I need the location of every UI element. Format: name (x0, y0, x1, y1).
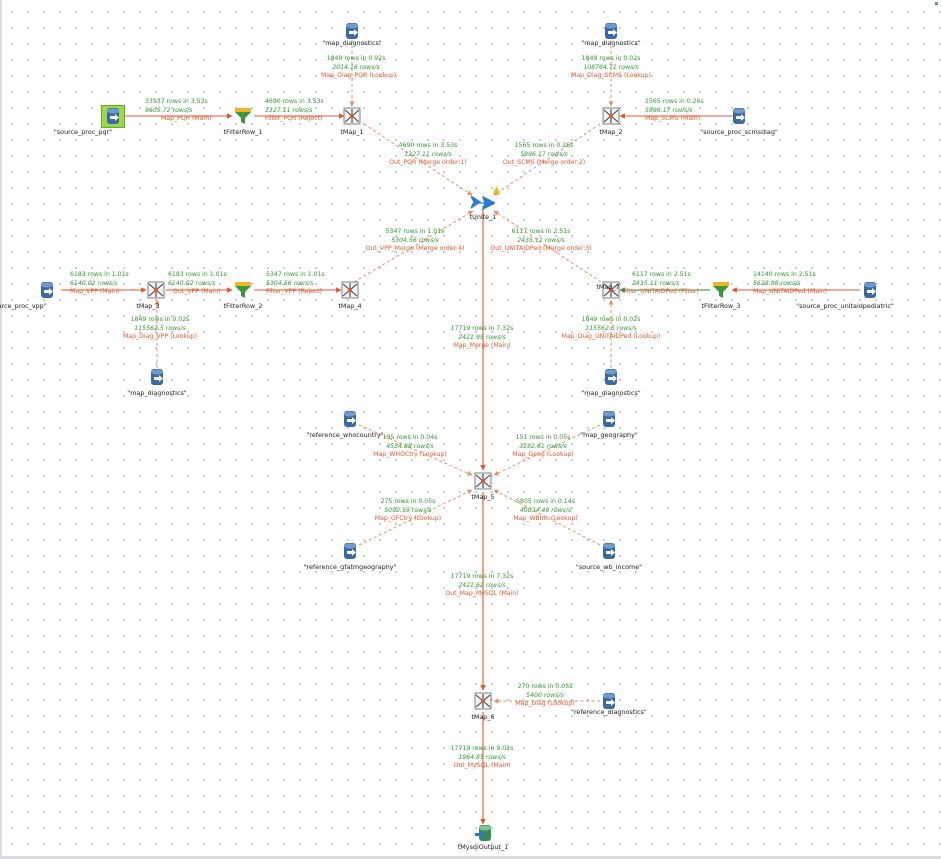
link-wbinc[interactable] (493, 489, 601, 546)
component-label: "source_proc_vpp" (0, 302, 47, 310)
flow-stat-out-vpp-merge: 5347 rows in 1.01s 5304.56 rows/s Out_VP… (365, 228, 465, 253)
db-output-icon (474, 824, 492, 842)
flow-stat-map-diag: 270 rows in 0.05s 5400 rows/s Map_Diag (… (515, 683, 575, 708)
db-input-icon (600, 542, 618, 560)
flow-stat-filter-vpp: 5347 rows in 1.01s 5304.56 rows/s Filter… (266, 271, 325, 296)
flow-stat-filter-unitaid: 6117 rows in 2.51s 2435.11 rows/s Filter… (622, 271, 699, 296)
map-icon (341, 281, 359, 299)
db-input-icon (602, 368, 620, 386)
flow-stat-map-merge: 17719 rows in 7.32s 2421.95 rows/s Map_M… (450, 325, 514, 350)
db-input-icon (343, 22, 361, 40)
component-label: tFilterRow_2 (223, 302, 263, 310)
db-input-icon (341, 542, 359, 560)
flow-stat-out-unitaid: 6117 rows in 2.51s 2435.11 rows/s Out_UN… (490, 228, 592, 253)
component-label: tMap_6 (471, 713, 495, 721)
component-label: "source_proc_pqr" (53, 128, 113, 136)
map-icon (602, 281, 620, 299)
link-gfctry[interactable] (358, 489, 473, 546)
link-out-vpp-merge[interactable] (353, 210, 474, 283)
filter-icon (234, 107, 252, 125)
db-input-icon (600, 410, 618, 428)
component-label: "source_wb_income" (575, 563, 643, 571)
component-label: tMap_2 (599, 128, 623, 136)
flow-stat-wbinc: 5805 rows in 0.14s 40034.48 rows/s Map_W… (513, 498, 578, 523)
db-input-icon (148, 368, 166, 386)
component-label: "reference_diagnostics" (571, 708, 647, 716)
flow-stat-diag-vpp: 1849 rows in 0.02s 115562.5 rows/s Map_D… (122, 316, 198, 341)
link-who[interactable] (358, 424, 473, 476)
flow-stat-out-scms: 1565 rows in 0.26s 5996.17 rows/s Out_SC… (502, 142, 586, 167)
map-icon (147, 281, 165, 299)
db-input-icon (38, 281, 56, 299)
component-label: "reference_gfatmgeography" (303, 563, 397, 571)
flow-stat-diag-pqr: 1849 rows in 0.92s 2014.16 rows/s Map_Di… (321, 55, 397, 80)
flow-stat-out-mysql: 17719 rows in 9.02s 1964.85 rows/s Out_M… (450, 745, 514, 770)
db-input-icon (602, 22, 620, 40)
flow-stat-out-pqr: 4690 rows in 3.53s 1327.11 rows/s Out_PQ… (389, 142, 467, 167)
db-input-icon (341, 410, 359, 428)
flow-stat-out-map-mysql: 17719 rows in 7.32s 2421.62 rows/s Out_M… (445, 573, 519, 598)
component-label: tUnite_1 (469, 213, 497, 221)
flow-stat-who: 195 rows in 0.04s 4534.88 rows/s Map_WHO… (373, 434, 447, 459)
component-label: "source_proc_unitaidpediatric" (796, 302, 894, 310)
component-label: tMap_7 (596, 283, 620, 291)
flow-stat-out-vpp: 6183 rows in 1.01s 6140.02 rows/s Out_VP… (168, 271, 227, 296)
map-icon (602, 107, 620, 125)
flow-stat-diag-scms: 1849 rows in 0.02s 108764.71 rows/s Map_… (571, 55, 651, 80)
flow-stat-geog: 151 rows in 0.05s 3282.61 rows/s Map_Geo… (512, 434, 574, 459)
component-label: tFilterRow_1 (223, 128, 263, 136)
link-out-scms[interactable] (493, 123, 601, 196)
filter-icon (712, 281, 730, 299)
link-out-unitaid[interactable] (493, 210, 602, 283)
component-label: tMap_5 (471, 493, 495, 501)
flow-stat-filter-pqr: 4690 rows in 3.53s 1327.11 rows/s Filter… (265, 98, 324, 123)
db-input-icon (861, 281, 879, 299)
flow-stat-diag-unitaid: 1849 rows in 0.02s 115562.5 rows/s Map_D… (561, 316, 661, 341)
unite-icon (471, 193, 495, 213)
db-input-icon (730, 107, 748, 125)
component-label: "source_proc_scmsdiag" (700, 128, 778, 136)
component-label: tMysqlOutput_1 (457, 843, 509, 851)
component-label: "map_diagnostics" (581, 389, 641, 397)
flow-stat-map-pqr: 33937 rows in 3.53s 9605.72 rows/s Map_P… (145, 98, 212, 123)
corner-marker (935, 2, 938, 5)
flow-stat-map-unitaid: 14140 rows in 2.51s 5628.98 rows/s Map_U… (753, 271, 828, 296)
component-label: "map_diagnostics" (127, 389, 187, 397)
flow-stat-map-vpp: 6183 rows in 1.01s 6140.02 rows/s Map_VP… (70, 271, 129, 296)
component-label: tMap_3 (136, 302, 160, 310)
warning-icon (493, 179, 500, 194)
canvas-bottom-edge (0, 856, 941, 859)
map-icon (343, 107, 361, 125)
db-input-icon (104, 107, 122, 125)
component-label: tMap_4 (338, 302, 362, 310)
component-label: "reference_whocountry" (306, 431, 384, 439)
component-label: tFilterRow_3 (701, 302, 741, 310)
filter-icon (234, 281, 252, 299)
db-input-icon (600, 692, 618, 710)
component-label: "map_diagnostics" (581, 39, 641, 47)
canvas-left-edge (0, 0, 2, 859)
component-label: "map_diagnostics" (322, 39, 382, 47)
map-icon (474, 692, 492, 710)
component-label: "map_geography" (580, 431, 638, 439)
flow-stat-map-scms: 1565 rows in 0.26s 5996.17 rows/s Map_SC… (645, 98, 704, 123)
map-icon (474, 472, 492, 490)
flow-stat-gfctry: 275 rows in 0.05s 5092.59 rows/s Map_GFC… (374, 498, 442, 523)
component-label: tMap_1 (340, 128, 364, 136)
